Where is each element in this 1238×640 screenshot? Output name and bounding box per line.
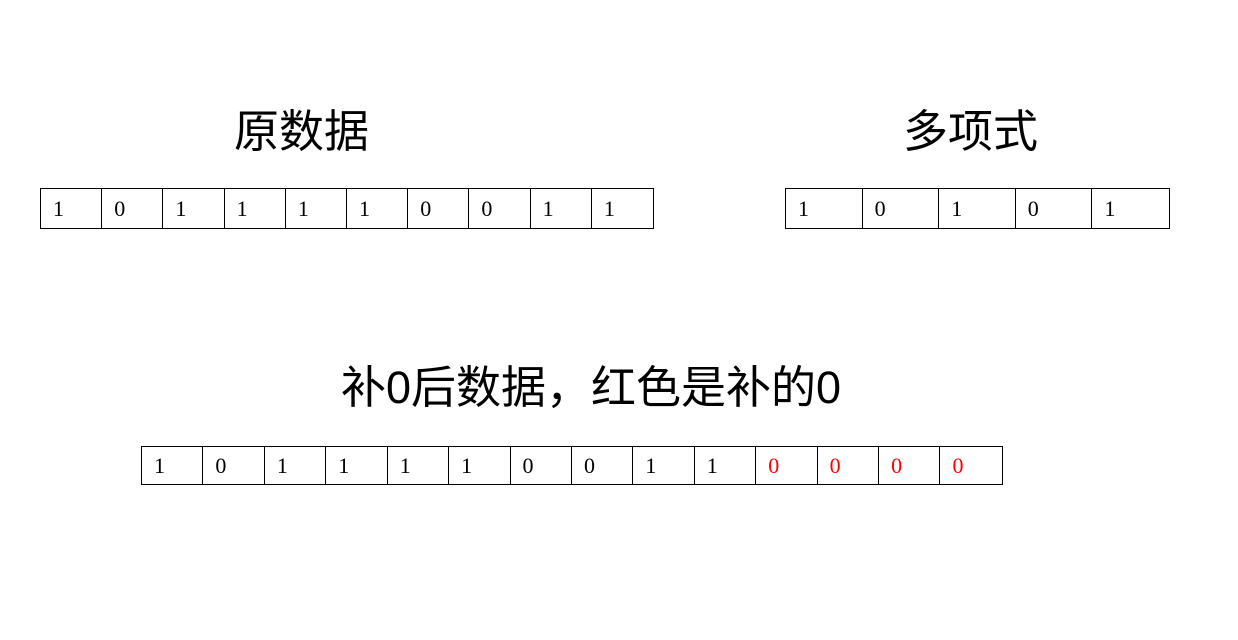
padded-data-bit-cell: 1: [387, 447, 450, 484]
padded-data-bit-cell: 1: [694, 447, 757, 484]
polynomial-title: 多项式: [903, 106, 1039, 157]
padded-data-bit-cell: 0: [756, 447, 818, 484]
original-data-bit-cell: 1: [41, 189, 103, 228]
original-data-bit-cell: 1: [163, 189, 225, 228]
original-data-bit-cell: 0: [469, 189, 531, 228]
padded-data-bit-cell: 1: [264, 447, 327, 484]
original-data-bit-cell: 1: [224, 189, 286, 228]
original-data-bit-cell: 1: [530, 189, 592, 228]
padded-data-bit-cell: 0: [817, 447, 880, 484]
polynomial-bit-cell: 0: [862, 189, 940, 228]
original-data-bit-cell: 1: [591, 189, 654, 228]
polynomial-bit-cell: 1: [786, 189, 863, 228]
padded-data-bit-cell: 0: [203, 447, 265, 484]
original-data-bit-cell: 1: [347, 189, 409, 228]
original-data-bit-cell: 1: [285, 189, 348, 228]
padded-data-bit-cell: 0: [940, 447, 1002, 484]
padded-data-bit-cell: 0: [571, 447, 634, 484]
polynomial-bit-cell: 1: [1092, 189, 1169, 228]
polynomial-bit-cell: 0: [1015, 189, 1093, 228]
original-data-bit-cell: 0: [408, 189, 470, 228]
padded-data-bit-cell: 1: [633, 447, 695, 484]
padded-data-bit-cell: 0: [879, 447, 941, 484]
original-data-title: 原数据: [234, 106, 370, 157]
original-data-bit-cell: 0: [102, 189, 164, 228]
padded-data-bit-cell: 1: [326, 447, 388, 484]
polynomial-bit-cell: 1: [939, 189, 1016, 228]
padded-data-bit-cell: 0: [510, 447, 572, 484]
padded-data-title: 补0后数据，红色是补的0: [341, 362, 842, 413]
padded-data-bit-cell: 1: [142, 447, 204, 484]
padded-data-bit-cell: 1: [449, 447, 511, 484]
